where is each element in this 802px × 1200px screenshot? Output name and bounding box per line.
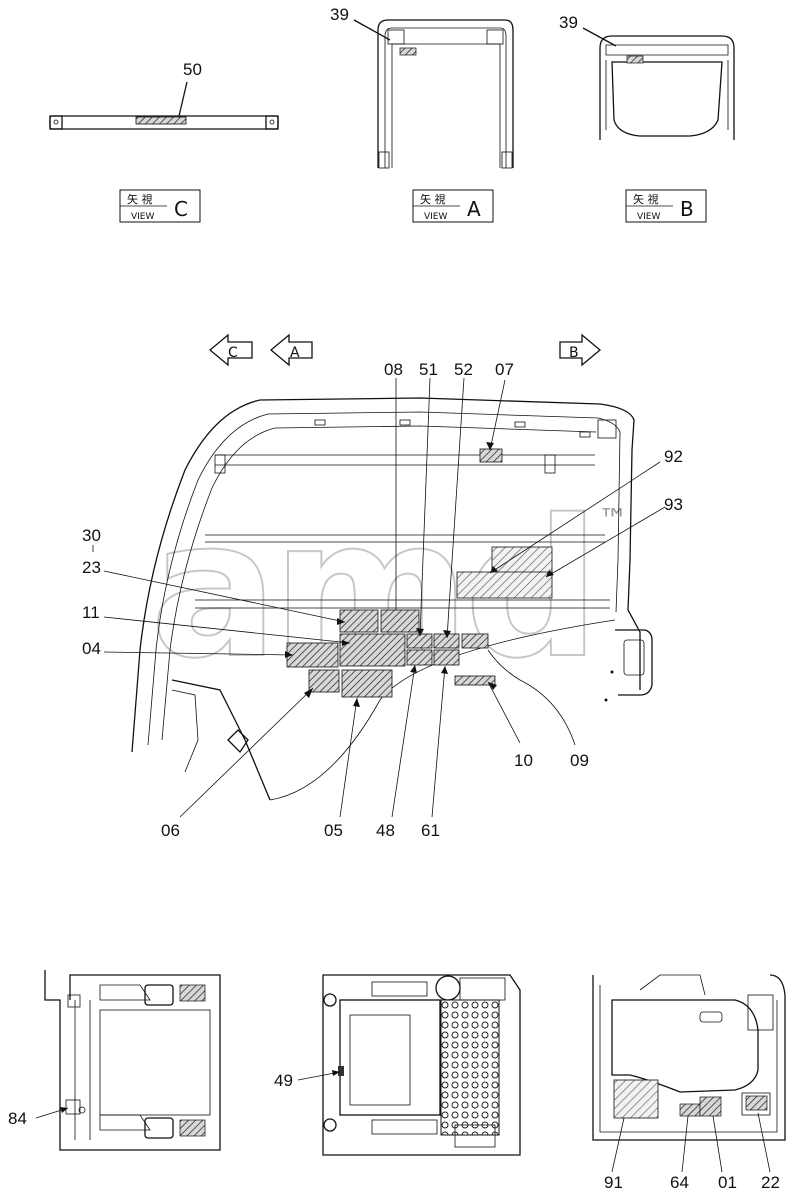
watermark: amd ™ [149, 478, 628, 701]
leader-39b [582, 27, 617, 47]
label-50: 50 [183, 60, 202, 79]
view-b-cab-drawing [582, 27, 735, 140]
decal-05 [341, 669, 393, 698]
view-a-frame-drawing [353, 19, 514, 169]
leader-10 [487, 681, 521, 744]
svg-text:VIEW: VIEW [424, 212, 447, 222]
svg-text:B: B [569, 345, 579, 361]
door-view-drawing [592, 974, 786, 1173]
label-05: 05 [324, 821, 343, 840]
label-11: 11 [82, 603, 100, 622]
view-arrow-b: B [559, 333, 602, 367]
label-51: 51 [419, 360, 438, 379]
view-c-bar-drawing [49, 81, 279, 130]
leader-93 [545, 506, 666, 578]
label-64: 64 [670, 1173, 689, 1192]
label-39a: 39 [330, 5, 349, 24]
floor-top-view-drawing [297, 974, 521, 1156]
decal-07 [479, 448, 503, 463]
leader-39a [353, 19, 391, 41]
label-49: 49 [274, 1071, 293, 1090]
decal-39a [399, 47, 417, 56]
svg-text:矢 視: 矢 視 [420, 192, 446, 206]
svg-text:VIEW: VIEW [131, 212, 154, 222]
decal-01 [699, 1096, 722, 1117]
label-91: 91 [604, 1173, 623, 1192]
decal-09 [461, 633, 489, 649]
svg-text:VIEW: VIEW [637, 212, 660, 222]
leader-51 [419, 377, 431, 637]
label-92: 92 [664, 447, 683, 466]
decal-91 [613, 1079, 659, 1119]
svg-text:C: C [174, 197, 188, 221]
label-52: 52 [454, 360, 473, 379]
view-box-b: 矢 視 VIEW B [625, 189, 707, 223]
view-box-a: 矢 視 VIEW A [412, 189, 494, 223]
leader-06 [179, 687, 314, 818]
leader-64 [681, 1115, 689, 1173]
decal-61 [433, 649, 460, 666]
label-22: 22 [761, 1173, 780, 1192]
leader-61 [431, 665, 446, 818]
view-box-c: 矢 視 VIEW C [119, 189, 201, 223]
leader-05 [339, 697, 358, 818]
decal-11 [339, 633, 406, 667]
leader-01 [712, 1115, 723, 1173]
label-48: 48 [376, 821, 395, 840]
leader-04 [103, 651, 294, 656]
label-30: 30 [82, 526, 101, 545]
leader-48 [391, 664, 416, 818]
label-23: 23 [82, 558, 101, 577]
label-10: 10 [514, 751, 533, 770]
svg-text:A: A [467, 197, 481, 221]
svg-text:矢 視: 矢 視 [633, 192, 659, 206]
view-arrow-c: C [208, 333, 253, 367]
label-09: 09 [570, 751, 589, 770]
seat-top-view-drawing [35, 970, 221, 1151]
watermark-trademark: ™ [598, 503, 628, 538]
svg-text:B: B [680, 197, 694, 221]
svg-text:C: C [228, 345, 238, 361]
decal-50 [135, 116, 187, 125]
leader-07 [489, 379, 506, 451]
decal-48 [406, 649, 433, 666]
label-04: 04 [82, 639, 101, 658]
label-08: 08 [384, 360, 403, 379]
decal-92 [491, 546, 553, 574]
leader-92 [489, 461, 661, 574]
decal-08 [380, 609, 420, 633]
label-61: 61 [421, 821, 440, 840]
label-06: 06 [161, 821, 180, 840]
decal-04 [286, 642, 339, 668]
decal-64 [679, 1103, 701, 1117]
decal-06 [308, 669, 340, 693]
svg-text:矢 視: 矢 視 [127, 192, 153, 206]
decal-93 [456, 571, 553, 599]
leader-52 [446, 377, 465, 639]
leader-09 [487, 649, 576, 746]
decal-51 [406, 633, 433, 649]
label-93: 93 [664, 495, 683, 514]
label-84: 84 [8, 1109, 27, 1128]
decal-23 [339, 609, 379, 633]
door-labels: 91 64 01 22 [604, 1173, 780, 1192]
leader-22 [757, 1112, 771, 1173]
leader-50 [178, 81, 188, 117]
label-39b: 39 [559, 13, 578, 32]
decal-22 [745, 1095, 768, 1111]
leader-91 [611, 1117, 625, 1173]
decal-39b [626, 55, 644, 64]
label-07: 07 [495, 360, 514, 379]
main-labels: 08 51 52 07 92 93 30 23 11 04 10 09 06 0… [82, 360, 683, 840]
decal-10 [454, 675, 496, 686]
leader-23 [103, 570, 346, 623]
label-01: 01 [718, 1173, 737, 1192]
leader-11 [103, 616, 351, 644]
view-arrow-a: A [269, 333, 313, 367]
svg-text:A: A [290, 345, 300, 361]
main-cab-drawing [92, 377, 666, 818]
